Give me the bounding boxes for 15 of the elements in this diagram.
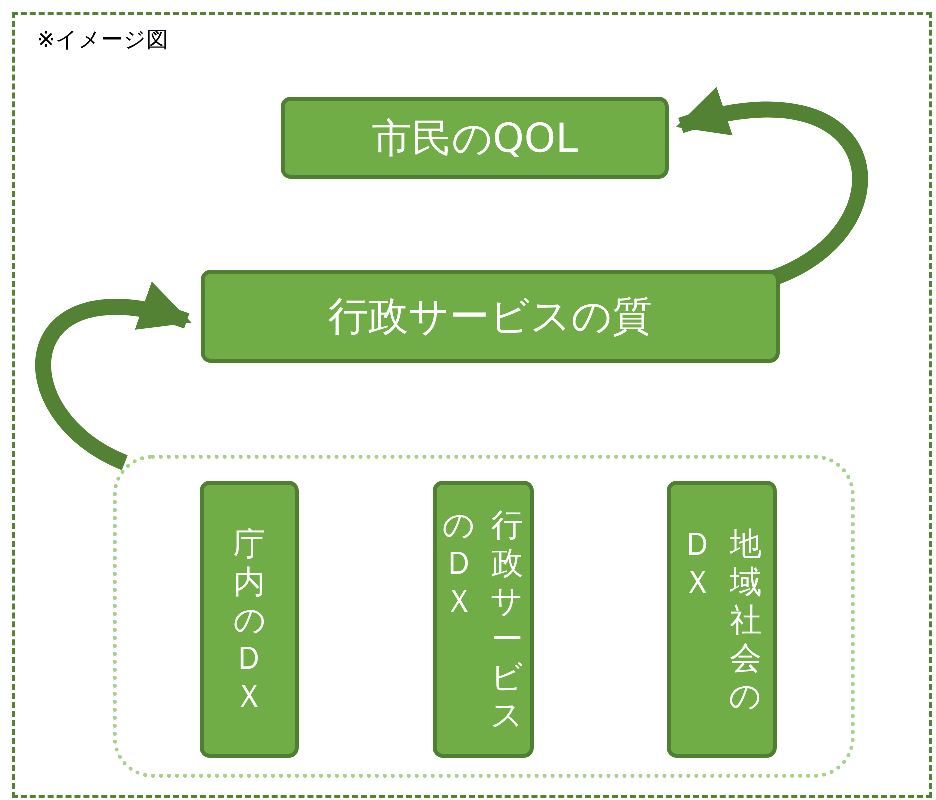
note-label: ※イメージ図: [37, 27, 168, 55]
process-box: [667, 481, 777, 758]
dotted-group-outline: [113, 455, 855, 778]
box-label: 庁内のＤＸ: [234, 524, 266, 714]
box-label: 市民のQOL: [372, 114, 578, 164]
process-box: [433, 481, 534, 758]
process-box: [281, 97, 669, 179]
process-box: [201, 270, 780, 363]
box-label: 行政サービスの質: [328, 293, 652, 342]
curved-arrow: [676, 89, 868, 286]
dashed-frame: [12, 12, 932, 798]
box-label: 行政サービスのＤＸ: [444, 506, 524, 734]
box-label: 地域社会のＤＸ: [682, 524, 762, 714]
curved-arrow: [36, 284, 192, 470]
process-box: [200, 481, 299, 758]
